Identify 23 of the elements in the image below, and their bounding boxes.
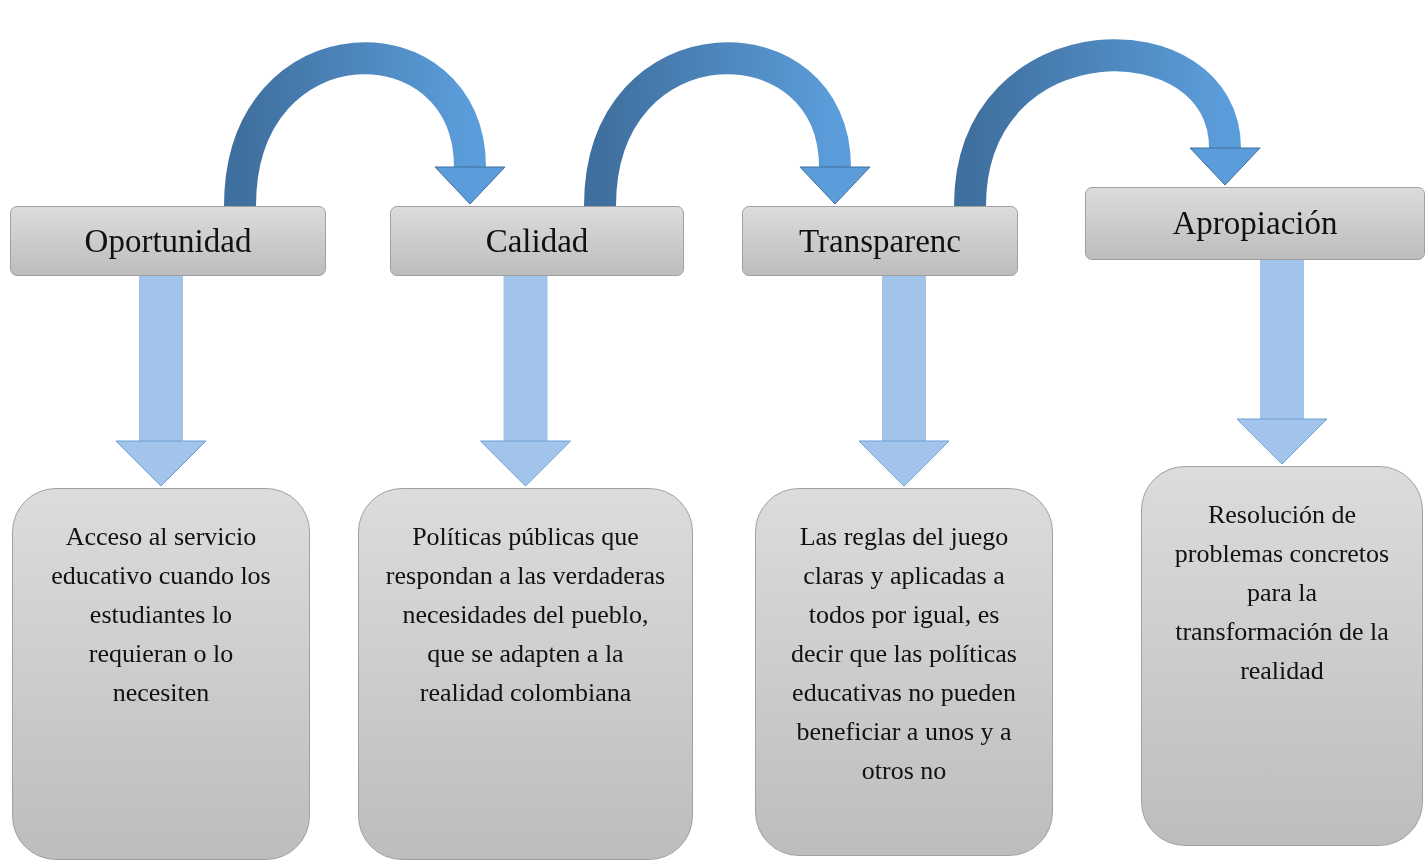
- down-arrow: [115, 276, 207, 487]
- process-box: [12, 488, 310, 860]
- box-text: Oportunidad: [84, 222, 252, 260]
- box-text: Políticas públicas que respondan a las verdaderas necesidades del pueblo, que se adapten a la realidad colombiana: [385, 521, 666, 709]
- curved-arrow: [584, 42, 871, 208]
- process-box: [755, 488, 1053, 856]
- box-text: Calidad: [485, 222, 589, 260]
- process-box: [1085, 187, 1425, 260]
- process-box: [390, 206, 684, 276]
- box-text: Resolución de problemas concretos para la transformación de la realidad: [1173, 499, 1391, 687]
- process-box: [742, 206, 1018, 276]
- box-text: Transparenc: [799, 222, 961, 260]
- process-box: [1141, 466, 1423, 846]
- curved-arrow: [954, 40, 1261, 208]
- box-text: Apropiación: [1172, 205, 1338, 242]
- box-text: Las reglas del juego claras y aplicadas a todos por igual, es decir que las políticas educativas no pueden beneficiar a unos y a otros no: [790, 521, 1018, 787]
- box-text: Acceso al servicio educativo cuando los estudiantes lo requieran o lo necesiten: [50, 521, 272, 709]
- process-box: [358, 488, 693, 860]
- down-arrow: [858, 276, 950, 487]
- down-arrow: [1236, 260, 1328, 465]
- curved-arrow: [224, 42, 506, 208]
- process-box: [10, 206, 326, 276]
- down-arrow: [480, 276, 571, 487]
